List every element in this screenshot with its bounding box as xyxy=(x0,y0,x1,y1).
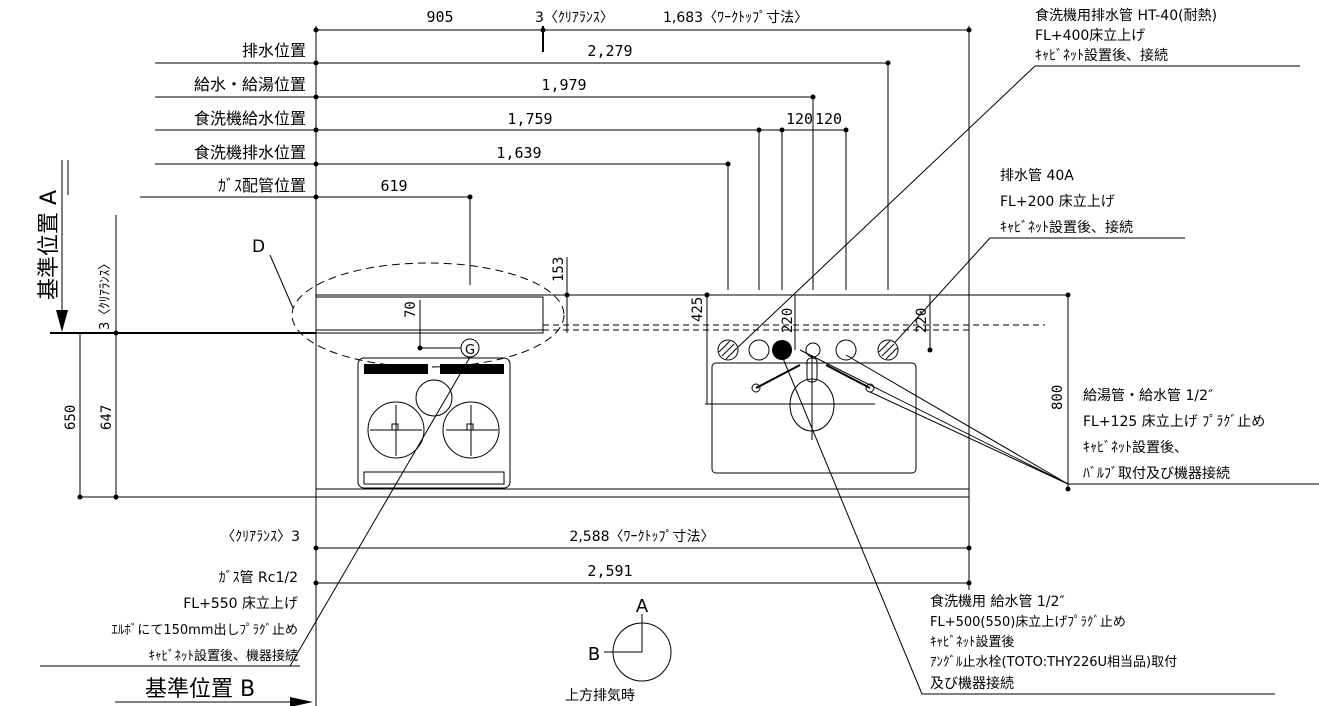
dim-70: 70 xyxy=(403,301,419,318)
note-hw-line4: ﾊﾞﾙﾌﾞ取付及び機器接続 xyxy=(1083,465,1230,482)
dim-425: 425 xyxy=(690,297,706,322)
legend-b: B xyxy=(588,644,600,665)
note-dwsup-line2: FL+500(550)床立上げﾌﾟﾗｸﾞ止め xyxy=(930,615,1126,630)
dim-2591: 2,591 xyxy=(587,562,632,580)
dim-220a: 220 xyxy=(780,308,796,333)
note-gas-line2: FL+550 床立上げ xyxy=(183,596,298,612)
dim-worktop-bottom: 2,588〈ﾜｰｸﾄｯﾌﾟ寸法〉 xyxy=(569,529,714,545)
note-dw-drain-line3: ｷｬﾋﾞﾈｯﾄ設置後、接続 xyxy=(1035,47,1168,64)
note-dw-drain-line2: FL+400床立上げ xyxy=(1035,28,1145,44)
note-gas-line3: ｴﾙﾎﾞにて150mm出しﾌﾟﾗｸﾞ止め xyxy=(111,623,298,638)
worktop-plan xyxy=(50,254,1045,498)
legend-caption: 上方排気時 xyxy=(565,688,635,704)
note-gas-line4: ｷｬﾋﾞﾈｯﾄ設置後、機器接続 xyxy=(148,648,298,664)
dim-153: 153 xyxy=(551,257,567,282)
mark-d: D xyxy=(252,237,265,257)
legend-a: A xyxy=(636,596,649,617)
clearance-left: 3〈ｸﾘｱﾗﾝｽ〉 xyxy=(98,257,113,330)
dim-647: 647 xyxy=(99,405,115,430)
dim-619: 619 xyxy=(380,177,407,195)
note-hw-line1: 給湯管・給水管 1/2″ xyxy=(1083,387,1213,404)
dim-1759: 1,759 xyxy=(507,110,552,128)
note-hw-line3: ｷｬﾋﾞﾈｯﾄ設置後、 xyxy=(1083,440,1188,456)
dim-1639: 1,639 xyxy=(496,144,541,162)
dim-650: 650 xyxy=(63,405,79,430)
note-dwsup-line3: ｷｬﾋﾞﾈｯﾄ設置後 xyxy=(930,634,1015,650)
exhaust-legend xyxy=(604,614,672,682)
dim-120b: 120 xyxy=(815,110,842,128)
note-dwsup-line4: ｱﾝｸﾞﾙ止水栓(TOTO:THY226U相当品)取付 xyxy=(930,655,1177,670)
mark-g: G xyxy=(465,343,475,358)
note-dwsup-line1: 食洗機用 給水管 1/2″ xyxy=(930,593,1065,610)
label-water-position: 給水・給湯位置 xyxy=(194,75,306,94)
label-gas-position: ｶﾞｽ配管位置 xyxy=(218,176,306,195)
note-dw-drain-line1: 食洗機用排水管 HT-40(耐熱) xyxy=(1035,7,1217,24)
clearance-bottom: 〈ｸﾘｱﾗﾝｽ〉3 xyxy=(221,529,300,545)
note-hw-line2: FL+125 床立上げ ﾌﾟﾗｸﾞ止め xyxy=(1083,414,1265,430)
dim-worktop-top: 1,683〈ﾜｰｸﾄｯﾌﾟ寸法〉 xyxy=(663,10,808,26)
label-drain-position: 排水位置 xyxy=(242,41,306,60)
ref-position-a: 基準位置 A xyxy=(37,190,62,300)
dim-clearance-top: 3〈ｸﾘｱﾗﾝｽ〉 xyxy=(535,10,614,26)
dim-800: 800 xyxy=(1050,385,1066,410)
dim-1979: 1,979 xyxy=(541,76,586,94)
note-drain-line1: 排水管 40A xyxy=(1000,168,1074,184)
label-dishwasher-drain-position: 食洗機排水位置 xyxy=(194,143,306,162)
top-dimension-lines xyxy=(140,26,972,706)
label-dishwasher-water-position: 食洗機給水位置 xyxy=(194,109,306,128)
note-dwsup-line5: 及び機器接続 xyxy=(930,675,1014,692)
dim-220b: 220 xyxy=(914,308,930,333)
note-drain-line3: ｷｬﾋﾞﾈｯﾄ設置後、接続 xyxy=(1000,219,1133,236)
dim-905: 905 xyxy=(426,8,453,26)
ref-position-b: 基準位置 B xyxy=(145,677,255,702)
dim-2279: 2,279 xyxy=(587,42,632,60)
dim-120a: 120 xyxy=(786,110,813,128)
note-drain-line2: FL+200 床立上げ xyxy=(1000,194,1115,210)
note-gas-line1: ｶﾞｽ管 Rc1/2 xyxy=(219,570,298,586)
